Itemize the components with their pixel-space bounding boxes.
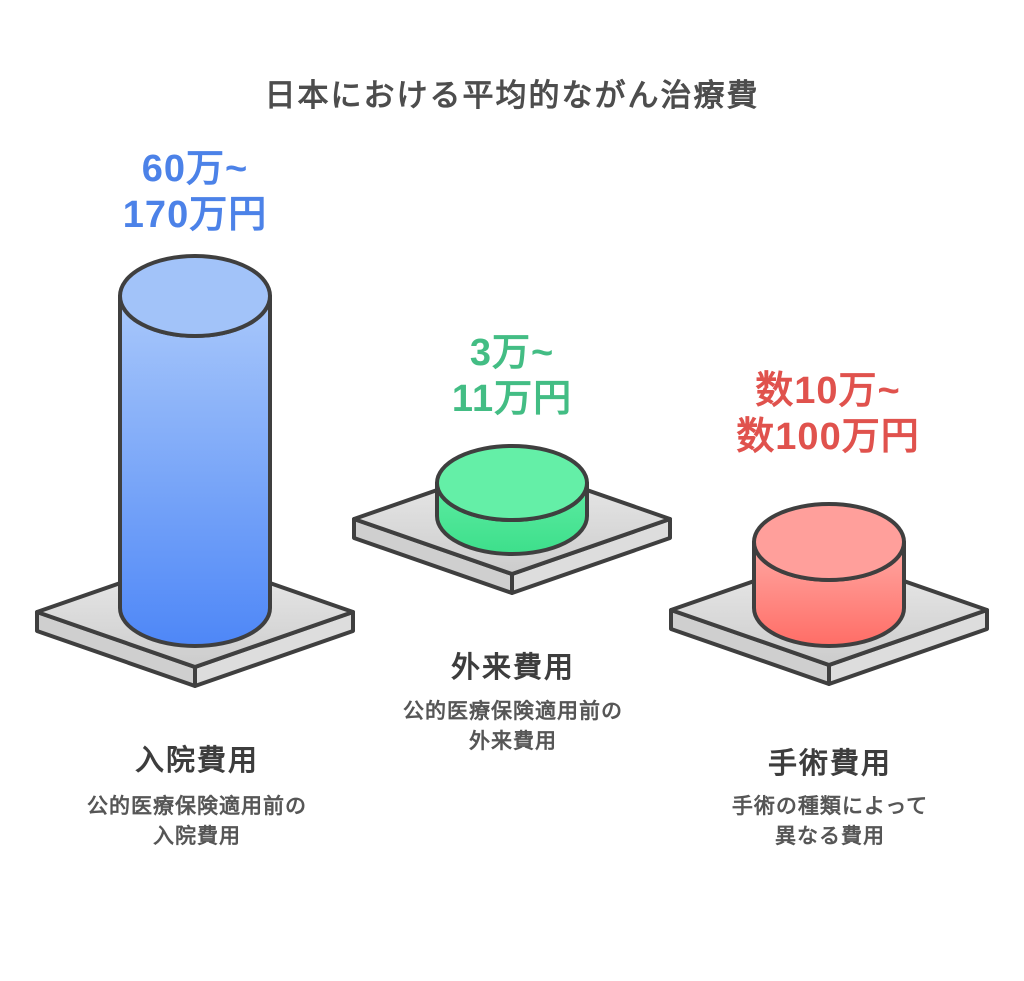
chart-title: 日本における平均的ながん治療費 xyxy=(264,78,760,113)
outpatient-value-line1: 3万~ xyxy=(469,332,555,374)
surgery-heading: 手術費用 xyxy=(767,748,892,780)
surgery-platform xyxy=(669,553,989,686)
hospitalization-value-line1: 60万~ xyxy=(141,148,249,190)
surgery-value-line2: 数100万円 xyxy=(736,416,920,458)
hospitalization-desc-line1: 公的医療保険適用前の xyxy=(87,795,307,818)
surgery-value-line1: 数10万~ xyxy=(755,370,901,412)
surgery-cylinder xyxy=(752,502,906,648)
hospitalization-description: 公的医療保険適用前の 入院費用 xyxy=(37,792,357,852)
outpatient-value-label: 3万~ 11万円 xyxy=(362,330,662,422)
surgery-pedestal xyxy=(669,502,989,686)
hospitalization-heading: 入院費用 xyxy=(134,745,259,777)
surgery-value-label: 数10万~ 数100万円 xyxy=(678,368,978,460)
hospitalization-pedestal xyxy=(35,254,355,688)
outpatient-cylinder xyxy=(435,444,589,556)
hospitalization-desc-line2: 入院費用 xyxy=(153,825,241,848)
hospitalization-cylinder xyxy=(118,254,272,648)
outpatient-pedestal xyxy=(352,444,672,595)
outpatient-heading: 外来費用 xyxy=(450,652,575,684)
surgery-desc-line1: 手術の種類によって xyxy=(731,795,929,818)
outpatient-desc-line1: 公的医療保険適用前の xyxy=(403,700,623,723)
outpatient-description: 公的医療保険適用前の 外来費用 xyxy=(353,697,673,757)
outpatient-desc-line2: 外来費用 xyxy=(469,730,557,753)
surgery-description: 手術の種類によって 異なる費用 xyxy=(670,792,990,852)
surgery-desc-line2: 異なる費用 xyxy=(775,825,885,848)
outpatient-value-line2: 11万円 xyxy=(451,378,573,420)
hospitalization-value-line2: 170万円 xyxy=(122,194,268,236)
hospitalization-value-label: 60万~ 170万円 xyxy=(45,146,345,238)
